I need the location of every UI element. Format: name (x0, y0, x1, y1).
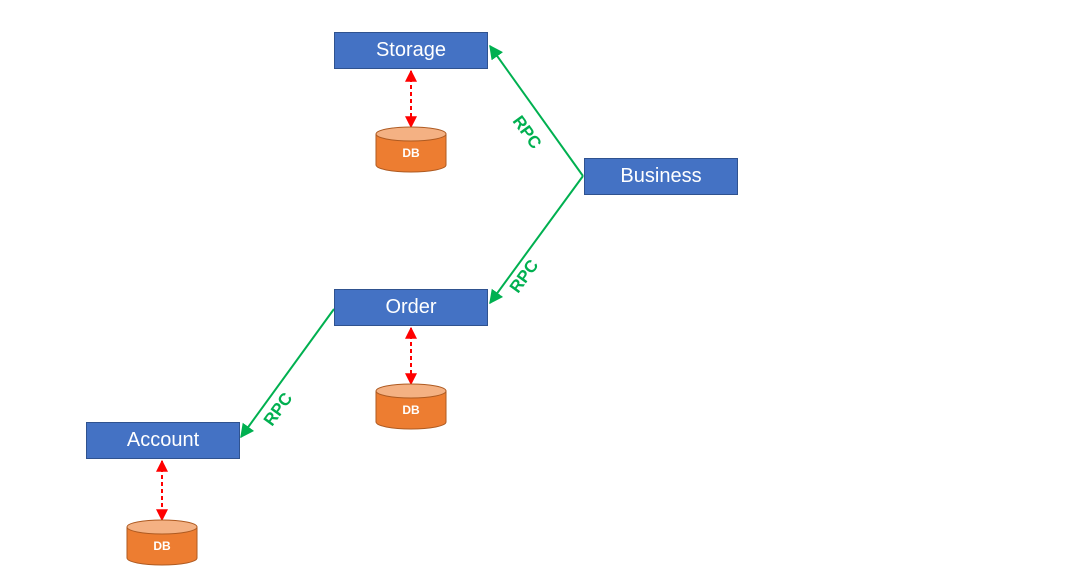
storage-service-box: Storage (334, 32, 488, 69)
storage-db-cylinder: DB (375, 126, 447, 173)
rpc-label-business-storage: RPC (509, 112, 545, 152)
account-db-cylinder: DB (126, 519, 198, 566)
order-db-cylinder: DB (375, 383, 447, 430)
account-service-box: Account (86, 422, 240, 459)
storage-db-label: DB (402, 146, 420, 160)
business-service-label: Business (620, 165, 702, 187)
order-service-label: Order (385, 296, 437, 318)
rpc-line-order-account (240, 308, 335, 439)
account-db-label: DB (153, 539, 171, 553)
order-db-label: DB (402, 403, 420, 417)
rpc-line-business-storage (489, 44, 584, 177)
business-service-box: Business (584, 158, 738, 195)
rpc-line-business-order (489, 175, 584, 305)
storage-service-label: Storage (375, 39, 447, 61)
order-service-box: Order (334, 289, 488, 326)
rpc-label-order-account: RPC (260, 389, 296, 429)
account-service-label: Account (126, 429, 200, 451)
rpc-label-business-order: RPC (506, 256, 542, 296)
